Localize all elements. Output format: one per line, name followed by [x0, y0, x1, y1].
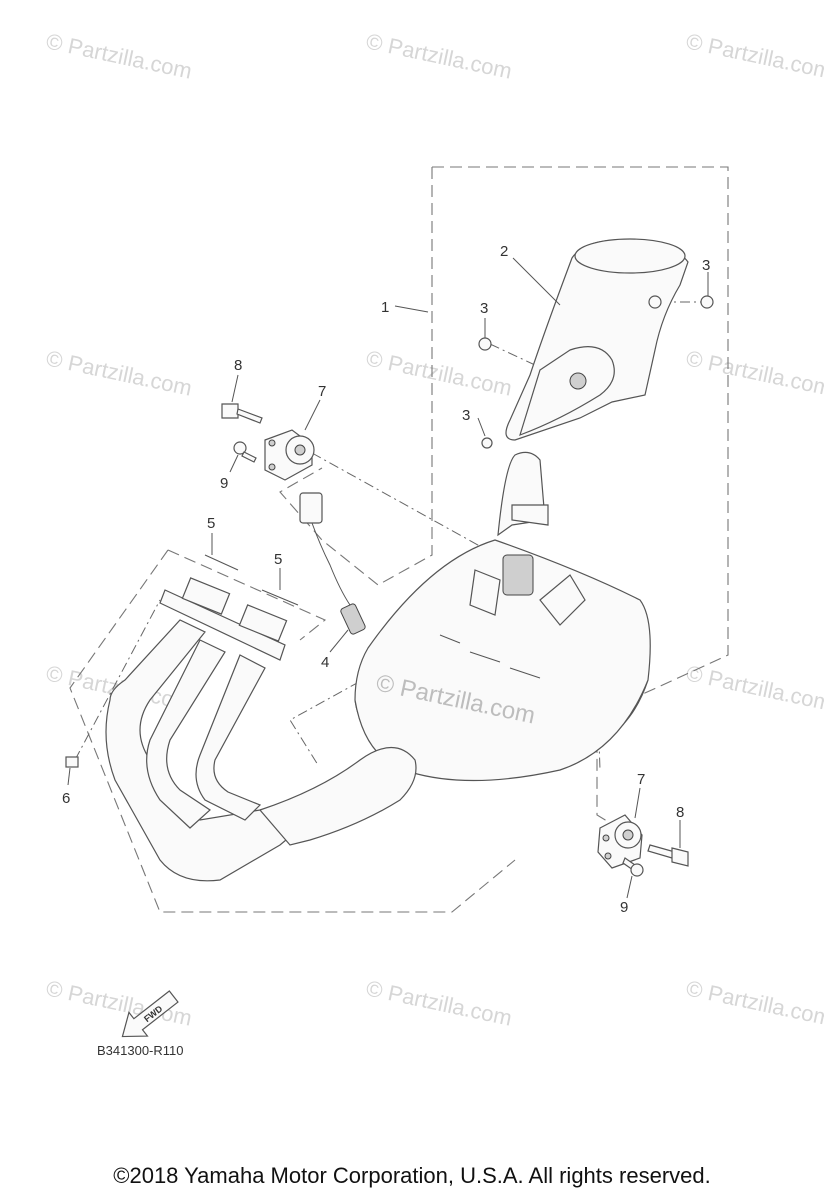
watermark: © Partzilla.com: [44, 345, 194, 400]
callout-7: 7: [318, 383, 326, 400]
callout-8: 8: [676, 804, 684, 821]
callout-7: 7: [637, 771, 645, 788]
muffler-body: [354, 451, 651, 782]
clip: [65, 756, 79, 768]
small-bolt-upper: [233, 441, 257, 463]
gasket: [261, 589, 299, 606]
watermark: © Partzilla.com: [684, 660, 824, 715]
damper-bracket-lower: [597, 814, 643, 869]
header-boundary: [69, 549, 516, 913]
callout-3: 3: [480, 300, 488, 317]
watermark: © Partzilla.com: [684, 345, 824, 400]
copyright-notice: ©2018 Yamaha Motor Corporation, U.S.A. A…: [113, 1163, 711, 1188]
muffler-cover: [505, 238, 689, 441]
assembly-line: [489, 343, 536, 366]
bolt-3: [700, 295, 714, 309]
callout-3: 3: [702, 257, 710, 274]
assembly-boundary-1: [279, 166, 729, 836]
watermark: © Partzilla.com: [684, 975, 824, 1030]
bolt-lower: [647, 844, 689, 867]
gasket-boundary: [167, 549, 327, 641]
callout-6: 6: [62, 790, 70, 807]
callout-4: 4: [321, 654, 329, 671]
small-bolt-lower: [622, 857, 644, 877]
callout-8: 8: [234, 357, 242, 374]
oxygen-sensor: [299, 492, 366, 635]
bolt-upper: [221, 403, 263, 424]
callout-1: 1: [381, 299, 389, 316]
watermark: © Partzilla.com: [684, 28, 824, 83]
callout-2: 2: [500, 243, 508, 260]
watermark: © Partzilla.com: [364, 28, 514, 83]
bolt-3: [478, 337, 492, 351]
watermark: © Partzilla.com: [364, 345, 514, 400]
callout-9: 9: [220, 475, 228, 492]
bolt-3: [481, 437, 493, 449]
callout-5: 5: [274, 551, 282, 568]
diagram-code: B341300-R110: [97, 1043, 184, 1058]
assembly-line: [311, 452, 506, 561]
exhaust-headers: [105, 577, 417, 882]
assembly-line: [289, 671, 378, 766]
watermark: © Partzilla.com: [364, 975, 514, 1030]
callout-3: 3: [462, 407, 470, 424]
leader-lines: [67, 257, 709, 899]
watermark: © Partzilla.com: [44, 28, 194, 83]
watermark-layer: © Partzilla.com © Partzilla.com © Partzi…: [44, 28, 824, 1030]
callout-9: 9: [620, 899, 628, 916]
callout-layer: 1 2 3 3 3 4 5 5 6 7 7 8 8 9 9: [62, 243, 710, 916]
callout-5: 5: [207, 515, 215, 532]
gasket: [204, 554, 239, 571]
damper-bracket-upper: [264, 429, 315, 481]
